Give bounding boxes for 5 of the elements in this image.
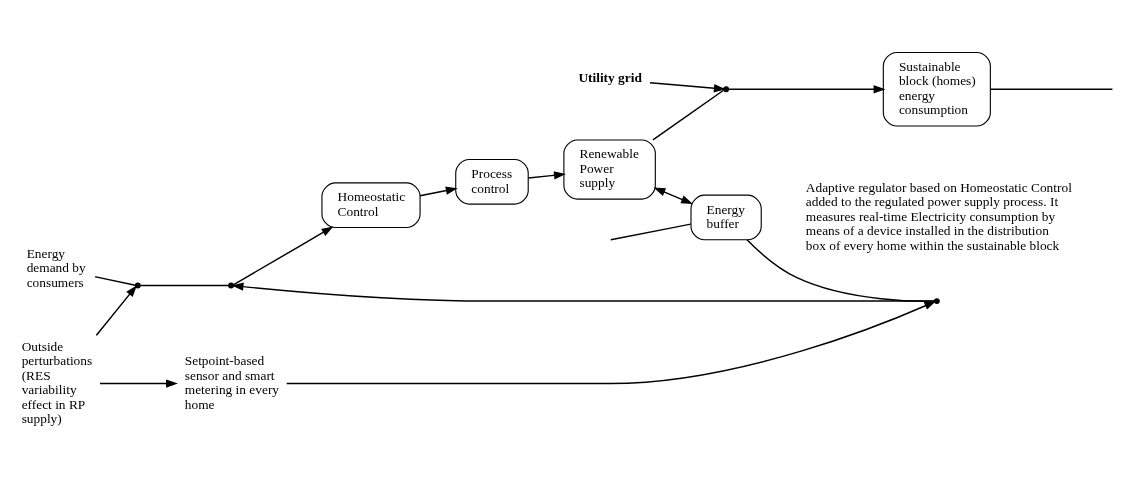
node-text: Energy demand by consumers <box>26 245 86 290</box>
label: Adaptive regulator based on Homeostatic Control added to the regulated power supply process. It measures real-time Electricity consumption by means of a device installed in the distribution box of every home within the sustainable block <box>805 179 1072 253</box>
node-text: Outside perturbations (RES variability effect in RP supply) <box>21 338 93 426</box>
node-text: Utility grid <box>578 69 642 85</box>
node-text: Setpoint-based sensor and smart metering in every home <box>184 352 280 412</box>
